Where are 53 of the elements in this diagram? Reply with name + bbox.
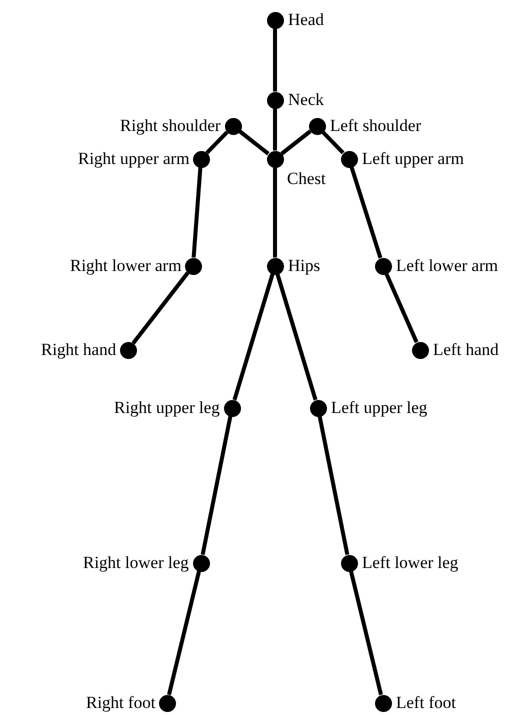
connector-line xyxy=(321,130,345,154)
joint-dot xyxy=(158,694,176,712)
connector-line xyxy=(167,570,201,696)
joint-label: Left hand xyxy=(433,340,499,360)
joint-dot xyxy=(310,400,326,416)
joint-label: Right upper leg xyxy=(114,398,220,418)
joint-dot xyxy=(224,400,240,416)
joint-label: Left shoulder xyxy=(330,116,422,136)
connector-line xyxy=(232,274,274,400)
joint-dot xyxy=(224,118,242,134)
joint-dot xyxy=(412,342,428,358)
connector-line xyxy=(349,570,383,696)
joint-label: Head xyxy=(288,10,324,30)
joint-label: Chest xyxy=(287,169,326,189)
joint-label: Right upper arm xyxy=(78,149,190,169)
connector-line xyxy=(132,272,190,344)
connector-line xyxy=(200,416,232,556)
joint-label: Hips xyxy=(288,256,320,276)
connector-line xyxy=(273,108,277,150)
joint-dot xyxy=(266,92,284,108)
connector-line xyxy=(192,167,202,258)
connector-line xyxy=(350,166,382,258)
joint-label: Left upper arm xyxy=(362,149,464,169)
joint-label: Right hand xyxy=(41,340,116,360)
connector-line xyxy=(280,130,312,156)
joint-label: Left foot xyxy=(396,693,456,713)
joint-dot xyxy=(184,258,202,274)
joint-label: Right lower arm xyxy=(70,256,182,276)
joint-label: Right shoulder xyxy=(120,116,221,136)
joint-label: Left upper leg xyxy=(331,398,428,418)
joint-dot xyxy=(266,258,284,274)
joint-dot xyxy=(192,150,210,168)
connector-line xyxy=(276,274,318,400)
joint-dot xyxy=(374,258,392,274)
joint-dot xyxy=(266,12,284,28)
connector-line xyxy=(238,130,270,156)
joint-label: Neck xyxy=(288,90,324,110)
joint-label: Right lower leg xyxy=(83,553,189,573)
joint-label: Right foot xyxy=(86,693,156,713)
connector-line xyxy=(318,416,350,556)
joint-dot xyxy=(266,150,284,168)
joint-dot xyxy=(340,150,358,168)
joint-label: Left lower arm xyxy=(396,256,498,276)
joint-dot xyxy=(308,118,326,134)
joint-label: Left lower leg xyxy=(362,553,458,573)
joint-dot xyxy=(120,342,136,358)
joint-dot xyxy=(374,694,392,712)
joint-dot xyxy=(340,554,358,572)
connector-line xyxy=(273,168,277,258)
connector-line xyxy=(273,28,277,92)
connector-line xyxy=(205,130,229,154)
connector-line xyxy=(384,272,418,344)
joint-dot xyxy=(192,554,210,572)
